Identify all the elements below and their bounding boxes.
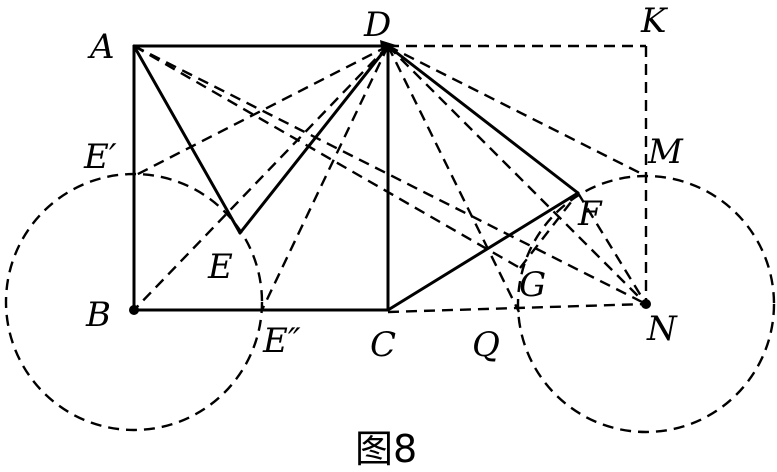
- segment-e-d: [238, 44, 390, 235]
- dashed-f-n: [576, 192, 648, 305]
- dashed-d-q: [386, 45, 521, 313]
- segment-c-f: [386, 191, 580, 312]
- label-a: A: [87, 27, 115, 67]
- label-g: G: [519, 265, 546, 305]
- dashed-d-e-prime: [133, 44, 389, 178]
- label-e-prime: E′: [83, 137, 117, 177]
- dashed-d-n: [387, 45, 647, 305]
- label-d: D: [363, 5, 391, 45]
- point-b-dot: [129, 305, 139, 315]
- segment-a-e: [132, 44, 242, 235]
- label-e-double-prime: E″: [262, 321, 301, 361]
- dashed-d-b: [133, 45, 389, 311]
- arrow-at-d: [380, 40, 396, 54]
- dashed-d-m: [387, 44, 647, 178]
- label-k: K: [640, 1, 669, 41]
- dashed-a-n: [133, 44, 647, 306]
- label-b: B: [85, 295, 111, 335]
- label-c: C: [370, 325, 396, 365]
- segment-d-f: [386, 44, 580, 195]
- dashed-d-e-double-prime: [260, 45, 390, 311]
- dashed-c-n: [387, 302, 647, 314]
- label-m: M: [647, 132, 684, 172]
- label-q: Q: [472, 325, 500, 365]
- point-n-dot: [641, 299, 651, 309]
- solid-lines: [132, 44, 580, 312]
- dashed-lines: [133, 44, 648, 314]
- dashed-g-f: [519, 192, 579, 269]
- label-e: E: [207, 247, 233, 287]
- label-f: F: [577, 194, 603, 234]
- label-n: N: [646, 309, 678, 349]
- dashed-a-g: [133, 44, 521, 270]
- figure-caption: 图8: [355, 427, 417, 471]
